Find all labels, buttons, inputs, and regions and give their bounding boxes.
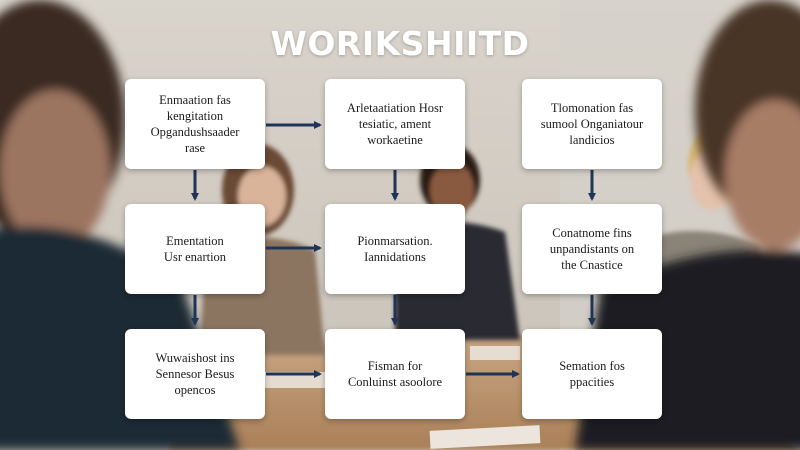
process-box-r1c2: Arletaatiation Hosr tesiatic, ament work…	[325, 79, 465, 169]
process-box-r2c1: Ementation Usr enartion	[125, 204, 265, 294]
diagram-title: WORIKSHIITD	[270, 24, 530, 63]
process-box-text: Semation fos ppacities	[559, 359, 625, 389]
process-box-r2c2: Pionmarsation. Iannidations	[325, 204, 465, 294]
process-box-text: Fisman for Conluinst asoolore	[347, 359, 443, 389]
process-box-r2c3: Conatnome fins unpandistants on the Cnas…	[522, 204, 662, 294]
process-box-text: Conatnome fins unpandistants on the Cnas…	[549, 226, 635, 272]
process-box-r3c3: Semation fos ppacities	[522, 329, 662, 419]
process-box-r1c3: Tlomonation fas sumool Onganiatour landi…	[522, 79, 662, 169]
process-box-r3c2: Fisman for Conluinst asoolore	[325, 329, 465, 419]
process-box-text: Pionmarsation. Iannidations	[357, 234, 433, 264]
process-box-text: Tlomonation fas sumool Onganiatour landi…	[540, 101, 644, 147]
process-box-text: Enmaation fas kengitation Opgandushsaade…	[150, 93, 240, 155]
process-box-text: Arletaatiation Hosr tesiatic, ament work…	[346, 101, 444, 147]
process-box-text: Ementation Usr enartion	[163, 234, 227, 264]
process-box-text: Wuwaishost ins Sennesor Besus opencos	[155, 351, 235, 397]
process-box-r3c1: Wuwaishost ins Sennesor Besus opencos	[125, 329, 265, 419]
process-box-r1c1: Enmaation fas kengitation Opgandushsaade…	[125, 79, 265, 169]
